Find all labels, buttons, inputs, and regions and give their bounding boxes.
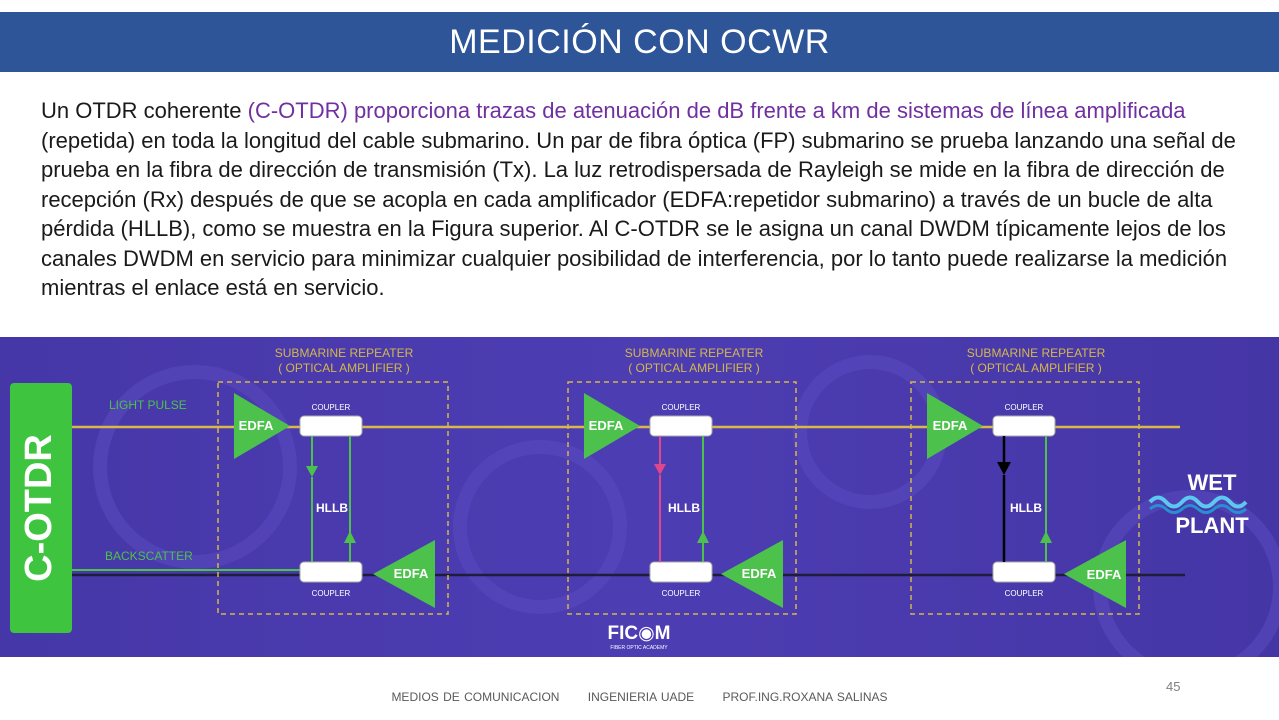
coupler-label: COUPLER (1005, 403, 1044, 412)
diagram-background (0, 337, 1279, 657)
coupler-label: COUPLER (662, 403, 701, 412)
edfa-label: EDFA (589, 418, 624, 433)
coupler-rx (649, 561, 713, 583)
repeater-3: SUBMARINE REPEATER ( OPTICAL AMPLIFIER )… (910, 346, 1140, 615)
hllb-up-arrow (1040, 531, 1052, 543)
c-otdr-diagram: C-OTDR LIGHT PULSE BACKSCATTER SUBMARINE… (0, 337, 1279, 657)
hllb-down-arrow (306, 466, 318, 477)
hllb-down-arrow (997, 462, 1011, 475)
water-wave-icon (1149, 504, 1247, 514)
backscatter-label: BACKSCATTER (105, 549, 193, 563)
plant-text: PLANT (1175, 513, 1249, 538)
wet-text: WET (1188, 470, 1237, 495)
coupler-tx (299, 415, 363, 437)
edfa-rx-amplifier (1064, 540, 1126, 608)
repeater-boundary (217, 381, 449, 615)
repeater-subtitle: ( OPTICAL AMPLIFIER ) (278, 361, 410, 375)
c-otdr-device-label: C-OTDR (18, 434, 60, 582)
edfa-tx-amplifier (927, 393, 983, 459)
ficom-logo-subtitle: FIBER OPTIC ACADEMY (610, 645, 668, 651)
coupler-label: COUPLER (312, 589, 351, 598)
coupler-label: COUPLER (1005, 589, 1044, 598)
coupler-label: COUPLER (662, 589, 701, 598)
edfa-label: EDFA (1087, 567, 1122, 582)
edfa-label: EDFA (742, 566, 777, 581)
coupler-tx (649, 415, 713, 437)
slide-title: MEDICIÓN CON OCWR (449, 22, 830, 61)
page-number: 45 (1166, 679, 1181, 694)
edfa-label: EDFA (394, 566, 429, 581)
footer-course: MEDIOS DE COMUNICACION (391, 690, 560, 704)
edfa-rx-amplifier (373, 540, 435, 608)
coupler-label: COUPLER (312, 403, 351, 412)
coupler-rx (299, 561, 363, 583)
paragraph-part-1: Un OTDR coherente (41, 98, 248, 123)
paragraph-part-3: (repetida) en toda la longitud del cable… (41, 127, 1236, 301)
hllb-up-arrow (344, 531, 356, 543)
paragraph-highlight: (C-OTDR) proporciona trazas de atenuació… (247, 98, 1186, 123)
body-paragraph: Un OTDR coherente (C-OTDR) proporciona t… (41, 96, 1246, 303)
wet-plant-label: WET PLANT (1148, 470, 1249, 538)
edfa-tx-amplifier (584, 393, 640, 459)
hllb-label: HLLB (1010, 501, 1042, 515)
c-otdr-device (10, 383, 72, 633)
hllb-up-arrow (697, 531, 709, 543)
light-pulse-label: LIGHT PULSE (109, 398, 187, 412)
hllb-down-arrow (654, 464, 666, 475)
edfa-tx-amplifier (234, 393, 290, 459)
water-wave-icon (1148, 495, 1248, 509)
coupler-tx (992, 415, 1056, 437)
repeater-subtitle: ( OPTICAL AMPLIFIER ) (628, 361, 760, 375)
slide-footer: MEDIOS DE COMUNICACION INGENIERIA UADE P… (0, 690, 1279, 704)
footer-professor: PROF.ING.ROXANA SALINAS (722, 690, 888, 704)
repeater-1: SUBMARINE REPEATER ( OPTICAL AMPLIFIER )… (217, 346, 449, 615)
repeater-2: SUBMARINE REPEATER ( OPTICAL AMPLIFIER )… (567, 346, 797, 615)
ficom-logo: FIC◉M (607, 623, 670, 644)
slide-title-bar: MEDICIÓN CON OCWR (0, 12, 1279, 72)
edfa-label: EDFA (239, 418, 274, 433)
hllb-label: HLLB (668, 501, 700, 515)
edfa-label: EDFA (933, 418, 968, 433)
footer-school: INGENIERIA UADE (587, 690, 695, 704)
repeater-title: SUBMARINE REPEATER (275, 346, 414, 360)
repeater-boundary (567, 381, 797, 615)
repeater-subtitle: ( OPTICAL AMPLIFIER ) (970, 361, 1102, 375)
repeater-title: SUBMARINE REPEATER (625, 346, 764, 360)
hllb-label: HLLB (316, 501, 348, 515)
coupler-rx (992, 561, 1056, 583)
repeater-boundary (910, 381, 1140, 615)
edfa-rx-amplifier (721, 540, 783, 608)
repeater-title: SUBMARINE REPEATER (967, 346, 1106, 360)
